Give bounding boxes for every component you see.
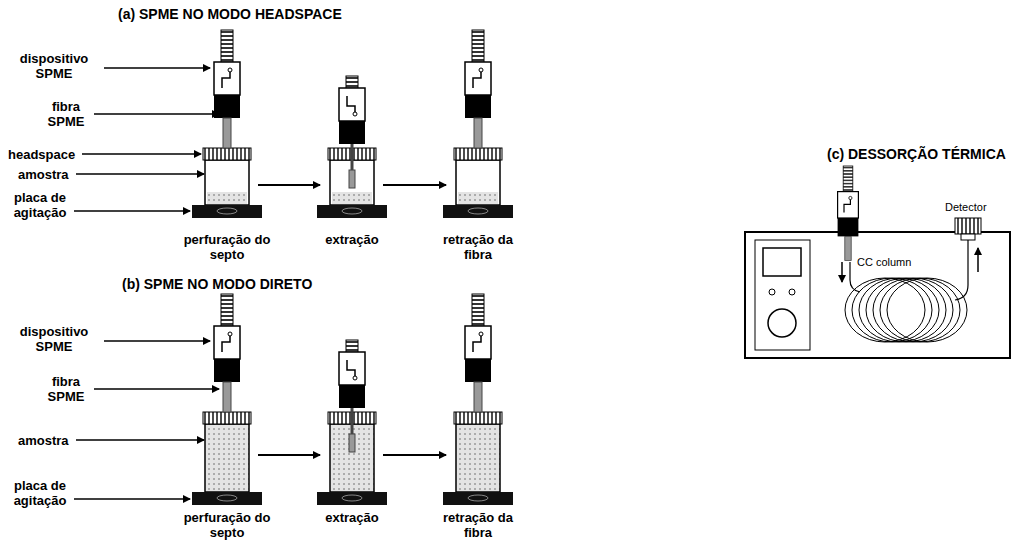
detector-label: Detector (944, 201, 988, 214)
part-label: amostra (18, 167, 69, 182)
step-label: retração da fibra (433, 232, 523, 262)
part-label: fibra SPME (40, 99, 92, 129)
section-heading: (a) SPME NO MODO HEADSPACE (118, 6, 342, 22)
part-label: fibra SPME (40, 374, 92, 404)
part-label: dispositivo SPME (8, 51, 100, 81)
part-label: dispositivo SPME (8, 324, 100, 354)
step-label: perfuração do septo (182, 232, 272, 262)
section-heading: (b) SPME NO MODO DIRETO (122, 276, 312, 292)
part-label: placa de agitação (6, 478, 74, 508)
step-label: perfuração do septo (182, 510, 272, 540)
step-label: extração (307, 510, 397, 525)
column-label: CC column (856, 256, 912, 269)
section-heading: (c) DESSORÇÃO TÉRMICA (827, 146, 1006, 162)
step-label: extração (307, 232, 397, 247)
part-label: placa de agitação (6, 190, 74, 220)
part-label: amostra (18, 433, 69, 448)
step-label: retração da fibra (433, 510, 523, 540)
part-label: headspace (8, 147, 75, 162)
